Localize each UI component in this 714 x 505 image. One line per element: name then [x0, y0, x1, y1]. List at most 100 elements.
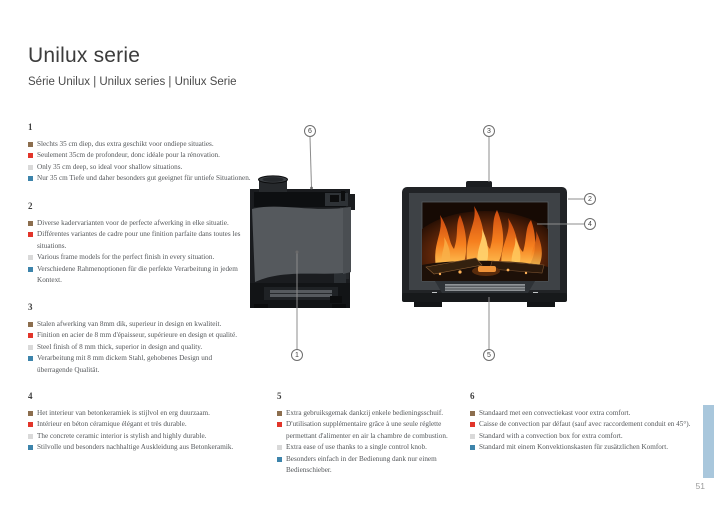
- bullet-square-icon: [470, 411, 475, 416]
- callout-marker-3: 3: [483, 125, 495, 137]
- section-number: 6: [470, 391, 475, 401]
- feature-section-6: 6 Standaard met een convectiekast voor e…: [470, 391, 708, 454]
- bullet-square-icon: [277, 411, 282, 416]
- section-number: 3: [28, 302, 33, 312]
- callout-marker-5: 5: [483, 349, 495, 361]
- feature-text: Standard with a convection box for extra…: [479, 431, 623, 440]
- fire-window: [422, 206, 548, 281]
- list-item: Nur 35 cm Tiefe und daher besonders gut …: [28, 173, 253, 184]
- feature-list: Slechts 35 cm diep, dus extra geschikt v…: [28, 139, 253, 185]
- section-number: 2: [28, 201, 33, 211]
- bullet-square-icon: [28, 433, 33, 439]
- list-item: Besonders einfach in der Bedienung dank …: [277, 454, 460, 477]
- feature-text: Seulement 35cm de profondeur, donc idéal…: [37, 151, 220, 160]
- bullet-square-icon: [28, 164, 33, 170]
- feature-text: Stalen afwerking van 8mm dik, superieur …: [37, 320, 222, 328]
- list-item: Standard mit einem Konvektionskasten für…: [470, 442, 708, 453]
- list-item: Standaard met een convectiekast voor ext…: [470, 408, 708, 419]
- product-diagram-canvas: [250, 136, 584, 349]
- feature-section-1: 1 Slechts 35 cm diep, dus extra geschikt…: [28, 122, 253, 185]
- list-item: Diverse kadervarianten voor de perfecte …: [28, 218, 246, 229]
- product-diagram: 6 3 2 4 1 5: [230, 115, 620, 365]
- bullet-square-icon: [28, 356, 33, 362]
- feature-text: Verarbeitung mit 8 mm dickem Stahl, geho…: [37, 354, 213, 374]
- feature-text: Steel finish of 8 mm thick, superior in …: [37, 342, 203, 351]
- feature-text: Standard mit einem Konvektionskasten für…: [479, 443, 669, 452]
- bullet-square-icon: [277, 422, 282, 428]
- bullet-square-icon: [28, 255, 33, 261]
- feature-section-5: 5 Extra gebruiksgemak dankzij enkele bed…: [277, 391, 460, 476]
- bullet-square-icon: [470, 445, 475, 451]
- list-item: Stilvolle und besonders nachhaltige Ausk…: [28, 442, 260, 453]
- feature-section-2: 2 Diverse kadervarianten voor de perfect…: [28, 201, 246, 286]
- bullet-square-icon: [277, 456, 282, 462]
- pointer-dot: [310, 186, 313, 190]
- list-item: Seulement 35cm de profondeur, donc idéal…: [28, 150, 253, 161]
- list-item: Verarbeitung mit 8 mm dickem Stahl, geho…: [28, 353, 246, 376]
- feature-text: Only 35 cm deep, so ideal voor shallow s…: [37, 162, 183, 171]
- bullet-square-icon: [28, 142, 33, 147]
- feature-text: Slechts 35 cm diep, dus extra geschikt v…: [37, 140, 214, 148]
- section-number: 4: [28, 391, 33, 401]
- list-item: Extra ease of use thanks to a single con…: [277, 442, 460, 453]
- feature-text: Caisse de convection par défaut (sauf av…: [479, 420, 691, 429]
- callout-marker-4: 4: [584, 218, 596, 230]
- feature-text: Nur 35 cm Tiefe und daher besonders gut …: [37, 174, 251, 183]
- page-number: 51: [695, 481, 705, 491]
- pointer-dot: [295, 250, 299, 254]
- bullet-square-icon: [277, 445, 282, 451]
- feature-text: Het interieur van betonkeramiek is stijl…: [37, 409, 210, 417]
- fireplace-front-illustration: [402, 181, 567, 307]
- page-subtitle: Série Unilux | Unilux series | Unilux Se…: [28, 76, 237, 88]
- bullet-square-icon: [28, 221, 33, 226]
- section-number: 1: [28, 122, 33, 132]
- list-item: The concrete ceramic interior is stylish…: [28, 431, 260, 442]
- list-item: Standard with a convection box for extra…: [470, 431, 708, 442]
- list-item: Verschiedene Rahmenoptionen für die perf…: [28, 264, 246, 287]
- bullet-square-icon: [28, 153, 33, 159]
- bullet-square-icon: [470, 433, 475, 439]
- feature-section-3: 3 Stalen afwerking van 8mm dik, superieu…: [28, 302, 246, 376]
- feature-text: Stilvolle und besonders nachhaltige Ausk…: [37, 443, 234, 452]
- page-title: Unilux serie: [28, 44, 141, 67]
- feature-text: Various frame models for the perfect fin…: [37, 253, 215, 262]
- feature-text: Finition en acier de 8 mm d'épaisseur, s…: [37, 331, 238, 340]
- feature-list: Het interieur van betonkeramiek is stijl…: [28, 408, 260, 454]
- callout-marker-2: 2: [584, 193, 596, 205]
- list-item: Stalen afwerking van 8mm dik, superieur …: [28, 319, 246, 330]
- bullet-square-icon: [28, 322, 33, 327]
- list-item: Het interieur van betonkeramiek is stijl…: [28, 408, 260, 419]
- list-item: Various frame models for the perfect fin…: [28, 252, 246, 263]
- bullet-square-icon: [28, 176, 33, 182]
- bullet-square-icon: [28, 232, 33, 238]
- feature-text: Diverse kadervarianten voor de perfecte …: [37, 219, 229, 227]
- feature-text: Différentes variantes de cadre pour une …: [37, 230, 241, 250]
- bullet-square-icon: [28, 411, 33, 416]
- bullet-square-icon: [28, 333, 33, 339]
- bullet-square-icon: [28, 266, 33, 272]
- list-item: Extra gebruiksgemak dankzij enkele bedie…: [277, 408, 460, 419]
- list-item: Slechts 35 cm diep, dus extra geschikt v…: [28, 139, 253, 150]
- bullet-square-icon: [28, 422, 33, 428]
- list-item: Only 35 cm deep, so ideal voor shallow s…: [28, 162, 253, 173]
- list-item: Différentes variantes de cadre pour une …: [28, 229, 246, 252]
- bullet-square-icon: [28, 344, 33, 350]
- page-header: Unilux serie Série Unilux | Unilux serie…: [28, 44, 237, 88]
- feature-text: Extra gebruiksgemak dankzij enkele bedie…: [286, 409, 444, 417]
- blue-side-tab: [703, 405, 714, 478]
- callout-pointer-lines: [296, 136, 584, 349]
- feature-list: Extra gebruiksgemak dankzij enkele bedie…: [277, 408, 460, 476]
- feature-text: D'utilisation supplémentaire grâce à une…: [286, 420, 448, 440]
- bullet-square-icon: [470, 422, 475, 428]
- feature-text: The concrete ceramic interior is stylish…: [37, 431, 207, 440]
- list-item: Intérieur en béton céramique élégant et …: [28, 419, 260, 430]
- callout-marker-6: 6: [304, 125, 316, 137]
- bullet-square-icon: [28, 445, 33, 451]
- feature-text: Verschiedene Rahmenoptionen für die perf…: [37, 264, 238, 285]
- section-number: 5: [277, 391, 282, 401]
- list-item: Finition en acier de 8 mm d'épaisseur, s…: [28, 330, 246, 341]
- list-item: Caisse de convection par défaut (sauf av…: [470, 419, 708, 430]
- feature-text: Besonders einfach in der Bedienung dank …: [286, 454, 437, 475]
- list-item: D'utilisation supplémentaire grâce à une…: [277, 419, 460, 442]
- feature-list: Diverse kadervarianten voor de perfecte …: [28, 218, 246, 286]
